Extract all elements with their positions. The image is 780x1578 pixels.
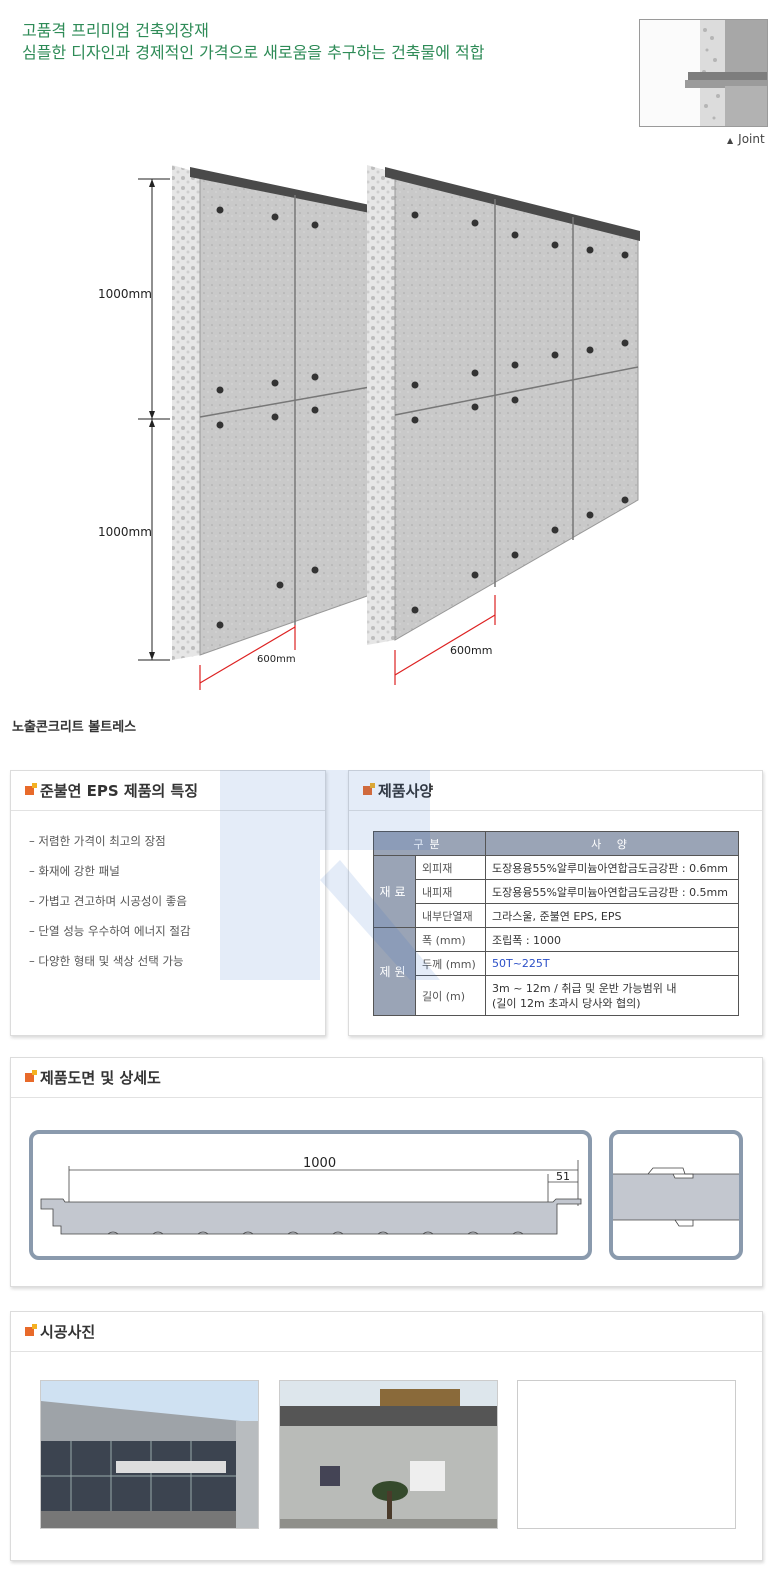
construction-photo-1[interactable] xyxy=(40,1380,259,1529)
list-item: – 단열 성능 우수하여 에너지 절감 xyxy=(29,924,191,938)
dim-width-right: 600mm xyxy=(450,644,492,657)
list-item: – 가볍고 견고하며 시공성이 좋음 xyxy=(29,894,187,908)
group-material: 재료 xyxy=(373,855,416,928)
table-header-spec: 사 양 xyxy=(485,831,739,856)
section-drawing: 1000 51 xyxy=(29,1130,592,1260)
photo-panel: 시공사진 xyxy=(10,1311,763,1561)
bullet-icon xyxy=(25,783,37,795)
table-header-category: 구분 xyxy=(373,831,486,856)
spec-panel-header: 제품사양 xyxy=(349,771,762,811)
list-item: – 다양한 형태 및 색상 선택 가능 xyxy=(29,954,184,968)
header-line2: 심플한 디자인과 경제적인 가격으로 새로움을 추구하는 건축물에 적합 xyxy=(22,43,485,62)
construction-photo-3-placeholder[interactable] xyxy=(517,1380,736,1529)
bullet-icon xyxy=(25,1070,37,1082)
list-item: – 저렴한 가격이 최고의 장점 xyxy=(29,834,166,848)
dim-width-left: 600mm xyxy=(257,654,296,665)
photo-panel-header: 시공사진 xyxy=(11,1312,762,1352)
bullet-icon xyxy=(363,783,375,795)
spec-table: 구분 사 양 재료 외피재 도장용융55%알루미늄아연합금도금강판 : 0.6m… xyxy=(373,831,739,1016)
joint-detail-drawing xyxy=(609,1130,743,1260)
page-header: 고품격 프리미엄 건축외장재 심플한 디자인과 경제적인 가격으로 새로움을 추… xyxy=(22,20,484,64)
list-item: – 화재에 강한 패널 xyxy=(29,864,120,878)
table-row: 재료 외피재 도장용융55%알루미늄아연합금도금강판 : 0.6mm xyxy=(373,855,739,928)
features-list: – 저렴한 가격이 최고의 장점 – 화재에 강한 패널 – 가볍고 견고하며 … xyxy=(11,811,325,983)
construction-photo-2[interactable] xyxy=(279,1380,498,1529)
dim-height-top: 1000mm xyxy=(98,287,152,301)
table-row: 길이 (m) 3m ~ 12m / 취급 및 운반 가능범위 내 (길이 12m… xyxy=(374,975,739,1016)
dim-small: 51 xyxy=(556,1170,570,1183)
triangle-icon: ▲ xyxy=(727,136,734,145)
table-row: 내피재 도장용융55%알루미늄아연합금도금강판 : 0.5mm xyxy=(374,879,739,904)
dim-height-bottom: 1000mm xyxy=(98,525,152,539)
features-panel: 준불연 EPS 제품의 특징 – 저렴한 가격이 최고의 장점 – 화재에 강한… xyxy=(10,770,326,1036)
joint-thumbnail xyxy=(639,19,768,127)
dim-main: 1000 xyxy=(303,1156,336,1171)
features-panel-header: 준불연 EPS 제품의 특징 xyxy=(11,771,325,811)
table-row: 제원 폭 (mm) 조립폭 : 1000 xyxy=(373,927,739,1016)
photo-title: 시공사진 xyxy=(40,1323,96,1341)
group-dimension: 제원 xyxy=(373,927,416,1016)
spec-title: 제품사양 xyxy=(378,782,434,800)
table-row: 내부단열재 그라스울, 준불연 EPS, EPS xyxy=(374,903,739,928)
illustration-caption: 노출콘크리트 볼트레스 xyxy=(12,720,137,735)
header-line1: 고품격 프리미엄 건축외장재 xyxy=(22,21,209,40)
joint-label: ▲Joint xyxy=(727,132,765,146)
drawing-title: 제품도면 및 상세도 xyxy=(40,1069,161,1087)
features-title: 준불연 EPS 제품의 특징 xyxy=(40,782,199,800)
bullet-icon xyxy=(25,1324,37,1336)
drawing-panel: 제품도면 및 상세도 1000 51 xyxy=(10,1057,763,1287)
table-row: 두께 (mm) 50T~225T xyxy=(374,951,739,976)
spec-panel: 제품사양 구분 사 양 재료 외피재 도장용융55%알루미늄아연합금도금강판 :… xyxy=(348,770,763,1036)
panel-illustration: 1000mm 1000mm 600mm 600mm xyxy=(90,155,660,700)
drawing-panel-header: 제품도면 및 상세도 xyxy=(11,1058,762,1098)
